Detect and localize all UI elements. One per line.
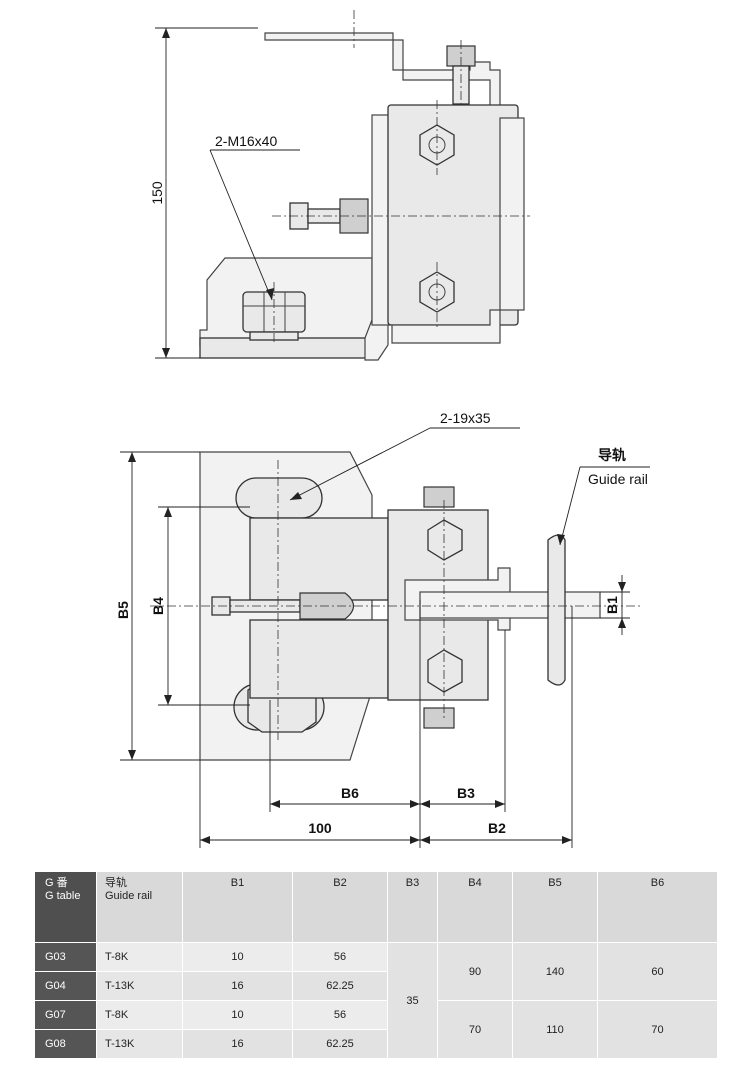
row-code: G03 [34, 942, 97, 973]
header-code-en: G table [45, 890, 81, 902]
row-b2: 62.25 [292, 971, 388, 1002]
guide-rail-web [419, 591, 601, 619]
cell-b5-group2: 110 [512, 1000, 598, 1059]
cell-b4-group1: 90 [437, 942, 513, 1002]
technical-drawing: 150 2-M16x40 [115, 10, 650, 848]
row-rail: T-8K [96, 1000, 183, 1031]
header-b4: B4 [437, 870, 513, 944]
bottom-clip [391, 309, 501, 344]
row-code: G04 [34, 971, 97, 1002]
dim-b2: B2 [488, 820, 506, 836]
header-b3: B3 [387, 870, 438, 944]
spec-table: G 番 G table 导轨 Guide rail B1 B2 B3 B4 B5… [34, 870, 718, 1059]
side-plate [371, 114, 391, 326]
dim-b6: B6 [341, 785, 359, 801]
row-b1: 10 [182, 942, 293, 973]
cell-b5-group1: 140 [512, 942, 598, 1002]
row-rail: T-13K [96, 971, 183, 1002]
header-code-cn: G 番 [45, 877, 68, 889]
header-b1: B1 [182, 870, 293, 944]
header-rail-cn: 导轨 [105, 877, 127, 889]
header-b6: B6 [597, 870, 718, 944]
row-b2: 62.25 [292, 1029, 388, 1059]
slot-upper [235, 477, 323, 519]
bolt-spec-label: 2-M16x40 [215, 133, 277, 149]
table-header-row: G 番 G table 导轨 Guide rail B1 B2 B3 B4 B5… [34, 870, 718, 944]
body-upper [249, 517, 389, 601]
cell-b4-group2: 70 [437, 1000, 513, 1059]
guide-rail-label-en: Guide rail [588, 471, 648, 487]
table-row: G07 T-8K 10 56 70 110 70 [34, 1000, 718, 1059]
table-row: G03 T-8K 10 56 35 90 140 60 [34, 942, 718, 1059]
row-b2: 56 [292, 1000, 388, 1031]
block-face [499, 117, 525, 311]
cell-b3-all: 35 [387, 942, 438, 1059]
table-row: G08 T-13K 16 62.25 [34, 1029, 718, 1059]
row-rail: T-13K [96, 1029, 183, 1059]
bottom-bolt [423, 707, 455, 729]
header-b2: B2 [292, 870, 388, 944]
slot-spec-label: 2-19x35 [440, 410, 491, 426]
guide-rail-label-cn: 导轨 [598, 447, 626, 463]
dim-150: 150 [149, 181, 165, 205]
top-bolt [423, 486, 455, 508]
cell-b6-group2: 70 [597, 1000, 718, 1059]
header-code: G 番 G table [34, 870, 97, 944]
dim-b4: B4 [150, 597, 166, 615]
bottom-view: B5 B4 B1 B6 B3 100 B2 [115, 410, 650, 848]
row-code: G08 [34, 1029, 97, 1059]
row-code: G07 [34, 1000, 97, 1031]
header-b5: B5 [512, 870, 598, 944]
base-plate [199, 337, 371, 359]
row-b1: 16 [182, 1029, 293, 1059]
row-b1: 16 [182, 971, 293, 1002]
row-b2: 56 [292, 942, 388, 973]
top-view: 150 2-M16x40 [149, 10, 530, 361]
guide-rail-head [547, 534, 566, 686]
dim-b3: B3 [457, 785, 475, 801]
header-rail-en: Guide rail [105, 890, 153, 902]
dim-100: 100 [308, 820, 332, 836]
dim-b5: B5 [115, 601, 131, 619]
row-b1: 10 [182, 1000, 293, 1031]
row-rail: T-8K [96, 942, 183, 973]
dim-b1: B1 [604, 596, 620, 614]
cell-b6-group1: 60 [597, 942, 718, 1002]
header-rail: 导轨 Guide rail [96, 870, 183, 944]
body-lower [249, 619, 389, 699]
